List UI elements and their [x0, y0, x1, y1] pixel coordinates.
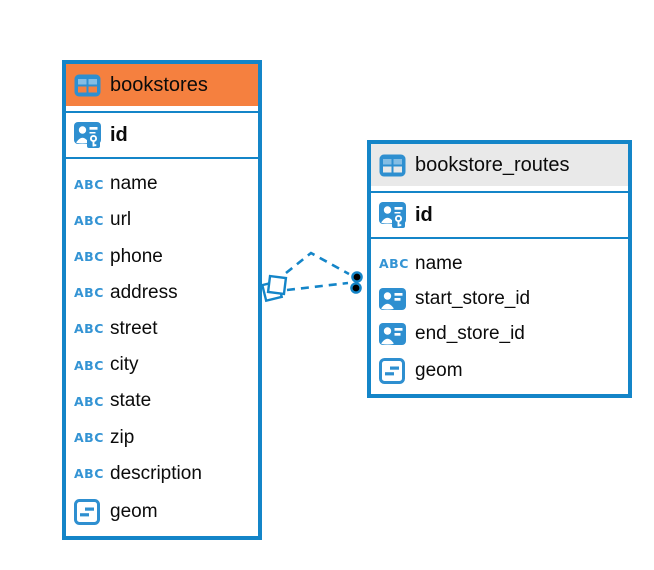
column-row[interactable]: ABC phone [66, 238, 258, 274]
primary-key-row[interactable]: id [66, 118, 258, 152]
column-row[interactable]: start_store_id [371, 281, 628, 316]
column-label: name [110, 173, 158, 195]
column-row[interactable]: end_store_id [371, 316, 628, 351]
column-row[interactable]: geom [371, 351, 628, 390]
table-header-bookstore-routes[interactable]: bookstore_routes [371, 144, 628, 186]
table-grid-icon [74, 74, 102, 97]
header-separator [371, 191, 628, 193]
text-type-icon: ABC [74, 357, 104, 373]
column-label: city [110, 354, 139, 376]
relationship-line-end-store-id[interactable] [286, 281, 349, 292]
column-row[interactable]: ABC url [66, 202, 258, 238]
column-row[interactable]: ABC city [66, 347, 258, 383]
relationship-source-diamond-marker[interactable] [260, 274, 288, 303]
table-header-bookstores[interactable]: bookstores [66, 64, 258, 106]
column-row[interactable]: ABC zip [66, 419, 258, 455]
column-label: address [110, 281, 178, 303]
column-label: street [110, 317, 158, 339]
table-grid-icon [379, 154, 407, 177]
column-label: end_store_id [415, 322, 525, 344]
column-label: description [110, 462, 202, 484]
column-label: zip [110, 426, 135, 448]
table-card-bookstore-routes[interactable]: bookstore_routes id ABC name start_store_i… [367, 140, 632, 398]
text-type-icon: ABC [74, 393, 104, 409]
table-title: bookstores [110, 73, 208, 96]
column-row[interactable]: ABC street [66, 311, 258, 347]
column-row[interactable]: ABC description [66, 456, 258, 492]
pk-separator [66, 157, 258, 159]
text-type-icon: ABC [379, 256, 409, 271]
text-type-icon: ABC [74, 430, 104, 446]
column-label: url [110, 209, 132, 231]
primary-key-label: id [110, 123, 128, 146]
text-type-icon: ABC [74, 285, 104, 301]
column-row[interactable]: ABC address [66, 275, 258, 311]
column-row[interactable]: ABC name [66, 166, 258, 202]
text-type-icon: ABC [74, 249, 104, 264]
column-label: geom [415, 359, 463, 381]
column-label: state [110, 390, 152, 412]
table-title: bookstore_routes [415, 153, 570, 176]
geometry-type-icon [74, 498, 102, 525]
relationship-target-circle-markers[interactable] [350, 271, 363, 294]
id-badge-key-icon [379, 201, 407, 229]
id-badge-key-icon [74, 121, 102, 149]
text-type-icon: ABC [74, 212, 104, 228]
text-type-icon: ABC [74, 466, 104, 482]
pk-separator [371, 237, 628, 239]
column-row[interactable]: geom [66, 492, 258, 532]
id-badge-icon [379, 287, 407, 310]
column-label: phone [110, 245, 163, 267]
text-type-icon: ABC [74, 321, 104, 337]
column-row[interactable]: ABC state [66, 383, 258, 419]
column-label: geom [110, 500, 158, 522]
primary-key-label: id [415, 203, 433, 226]
column-row[interactable]: ABC name [371, 246, 628, 281]
id-badge-icon [379, 322, 407, 345]
relationship-line-start-store-id[interactable] [285, 251, 350, 276]
text-type-icon: ABC [74, 176, 104, 192]
geometry-type-icon [379, 357, 407, 384]
primary-key-row[interactable]: id [371, 198, 628, 232]
column-label: start_store_id [415, 287, 531, 309]
column-label: name [415, 252, 463, 274]
header-separator [66, 111, 258, 113]
